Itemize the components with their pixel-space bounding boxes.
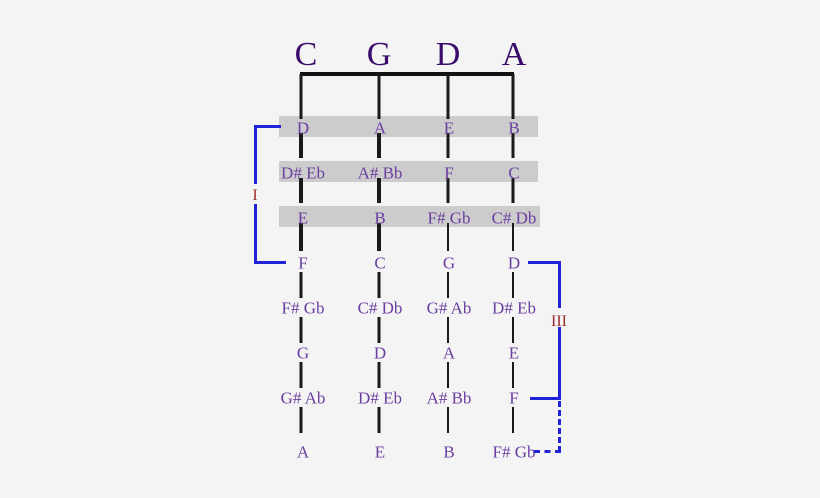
interval-bracket-iii-dashed-arm: [534, 450, 561, 453]
string-segment: [299, 407, 303, 433]
string-segment: [512, 407, 514, 433]
string-segment: [377, 74, 381, 119]
highlight-band-row-3: [279, 206, 540, 227]
string-segment: [377, 272, 381, 298]
note-label: G: [442, 253, 456, 273]
note-label: G# Ab: [280, 388, 326, 408]
note-label: C# Db: [357, 298, 403, 318]
note-label: D: [373, 343, 387, 363]
note-label: F# Gb: [492, 442, 536, 462]
note-label: D: [507, 253, 521, 273]
string-segment: [446, 74, 450, 119]
note-label: A: [296, 442, 310, 462]
note-label: F# Gb: [281, 298, 325, 318]
note-label: A: [442, 343, 456, 363]
string-segment: [299, 272, 303, 298]
string-segment: [511, 178, 515, 203]
interval-bracket-i-bottom-arm: [254, 261, 286, 264]
note-label: B: [374, 208, 386, 228]
string-segment: [299, 74, 303, 119]
string-segment: [512, 223, 514, 251]
string-segment: [377, 223, 381, 251]
string-segment: [299, 317, 303, 343]
chord-header-0: C: [294, 36, 318, 73]
string-segment: [447, 272, 449, 298]
string-segment: [377, 178, 381, 203]
note-label: E: [374, 442, 386, 462]
string-segment: [511, 74, 515, 119]
string-segment: [512, 317, 514, 343]
note-label: D# Eb: [492, 298, 536, 318]
note-label: C# Db: [491, 208, 537, 228]
note-label: G# Ab: [426, 298, 472, 318]
note-label: E: [297, 208, 309, 228]
note-label: F: [509, 388, 519, 408]
interval-bracket-i-upper-stem: [254, 125, 257, 184]
chord-header-1: G: [366, 36, 392, 73]
note-label: G: [296, 343, 310, 363]
note-label: D# Eb: [281, 163, 325, 183]
string-segment: [447, 317, 449, 343]
chord-connector-bar: [300, 72, 514, 76]
note-label: F: [298, 253, 308, 273]
string-segment: [446, 133, 450, 158]
note-label: A# Bb: [357, 163, 403, 183]
string-segment: [511, 133, 515, 158]
interval-label-iii: III: [551, 313, 567, 330]
interval-bracket-iii-middle-arm: [530, 397, 561, 400]
highlight-band-row-2: [279, 161, 538, 182]
string-segment: [447, 407, 449, 433]
interval-bracket-iii-lower-stem: [558, 327, 561, 400]
chord-header-3: A: [501, 36, 527, 73]
string-segment: [512, 272, 514, 298]
interval-bracket-i-lower-stem: [254, 204, 257, 264]
note-label: E: [443, 118, 455, 138]
interval-bracket-iii-upper-stem: [558, 261, 561, 308]
string-segment: [447, 362, 449, 388]
note-label: E: [508, 343, 520, 363]
interval-bracket-iii-top-arm: [528, 261, 561, 264]
note-label: B: [443, 442, 455, 462]
interval-bracket-i-top-arm: [254, 125, 281, 128]
note-label: D: [296, 118, 310, 138]
string-segment: [512, 362, 514, 388]
string-segment: [377, 407, 381, 433]
string-segment: [299, 223, 303, 251]
string-segment: [377, 133, 381, 158]
note-label: A: [373, 118, 387, 138]
note-label: C: [374, 253, 386, 273]
note-label: C: [508, 163, 520, 183]
interval-label-i: I: [252, 187, 258, 204]
highlight-band-row-1: [279, 116, 538, 137]
note-label: A# Bb: [426, 388, 472, 408]
string-segment: [299, 133, 303, 158]
interval-bracket-iii-dashed-stem: [558, 401, 561, 452]
string-segment: [377, 317, 381, 343]
string-segment: [299, 178, 303, 203]
note-label: D# Eb: [358, 388, 402, 408]
note-label: F# Gb: [427, 208, 471, 228]
string-segment: [299, 362, 303, 388]
string-segment: [377, 362, 381, 388]
string-segment: [447, 223, 449, 251]
note-label: F: [444, 163, 454, 183]
note-label: B: [508, 118, 520, 138]
chord-header-2: D: [435, 36, 461, 73]
string-segment: [446, 178, 450, 203]
